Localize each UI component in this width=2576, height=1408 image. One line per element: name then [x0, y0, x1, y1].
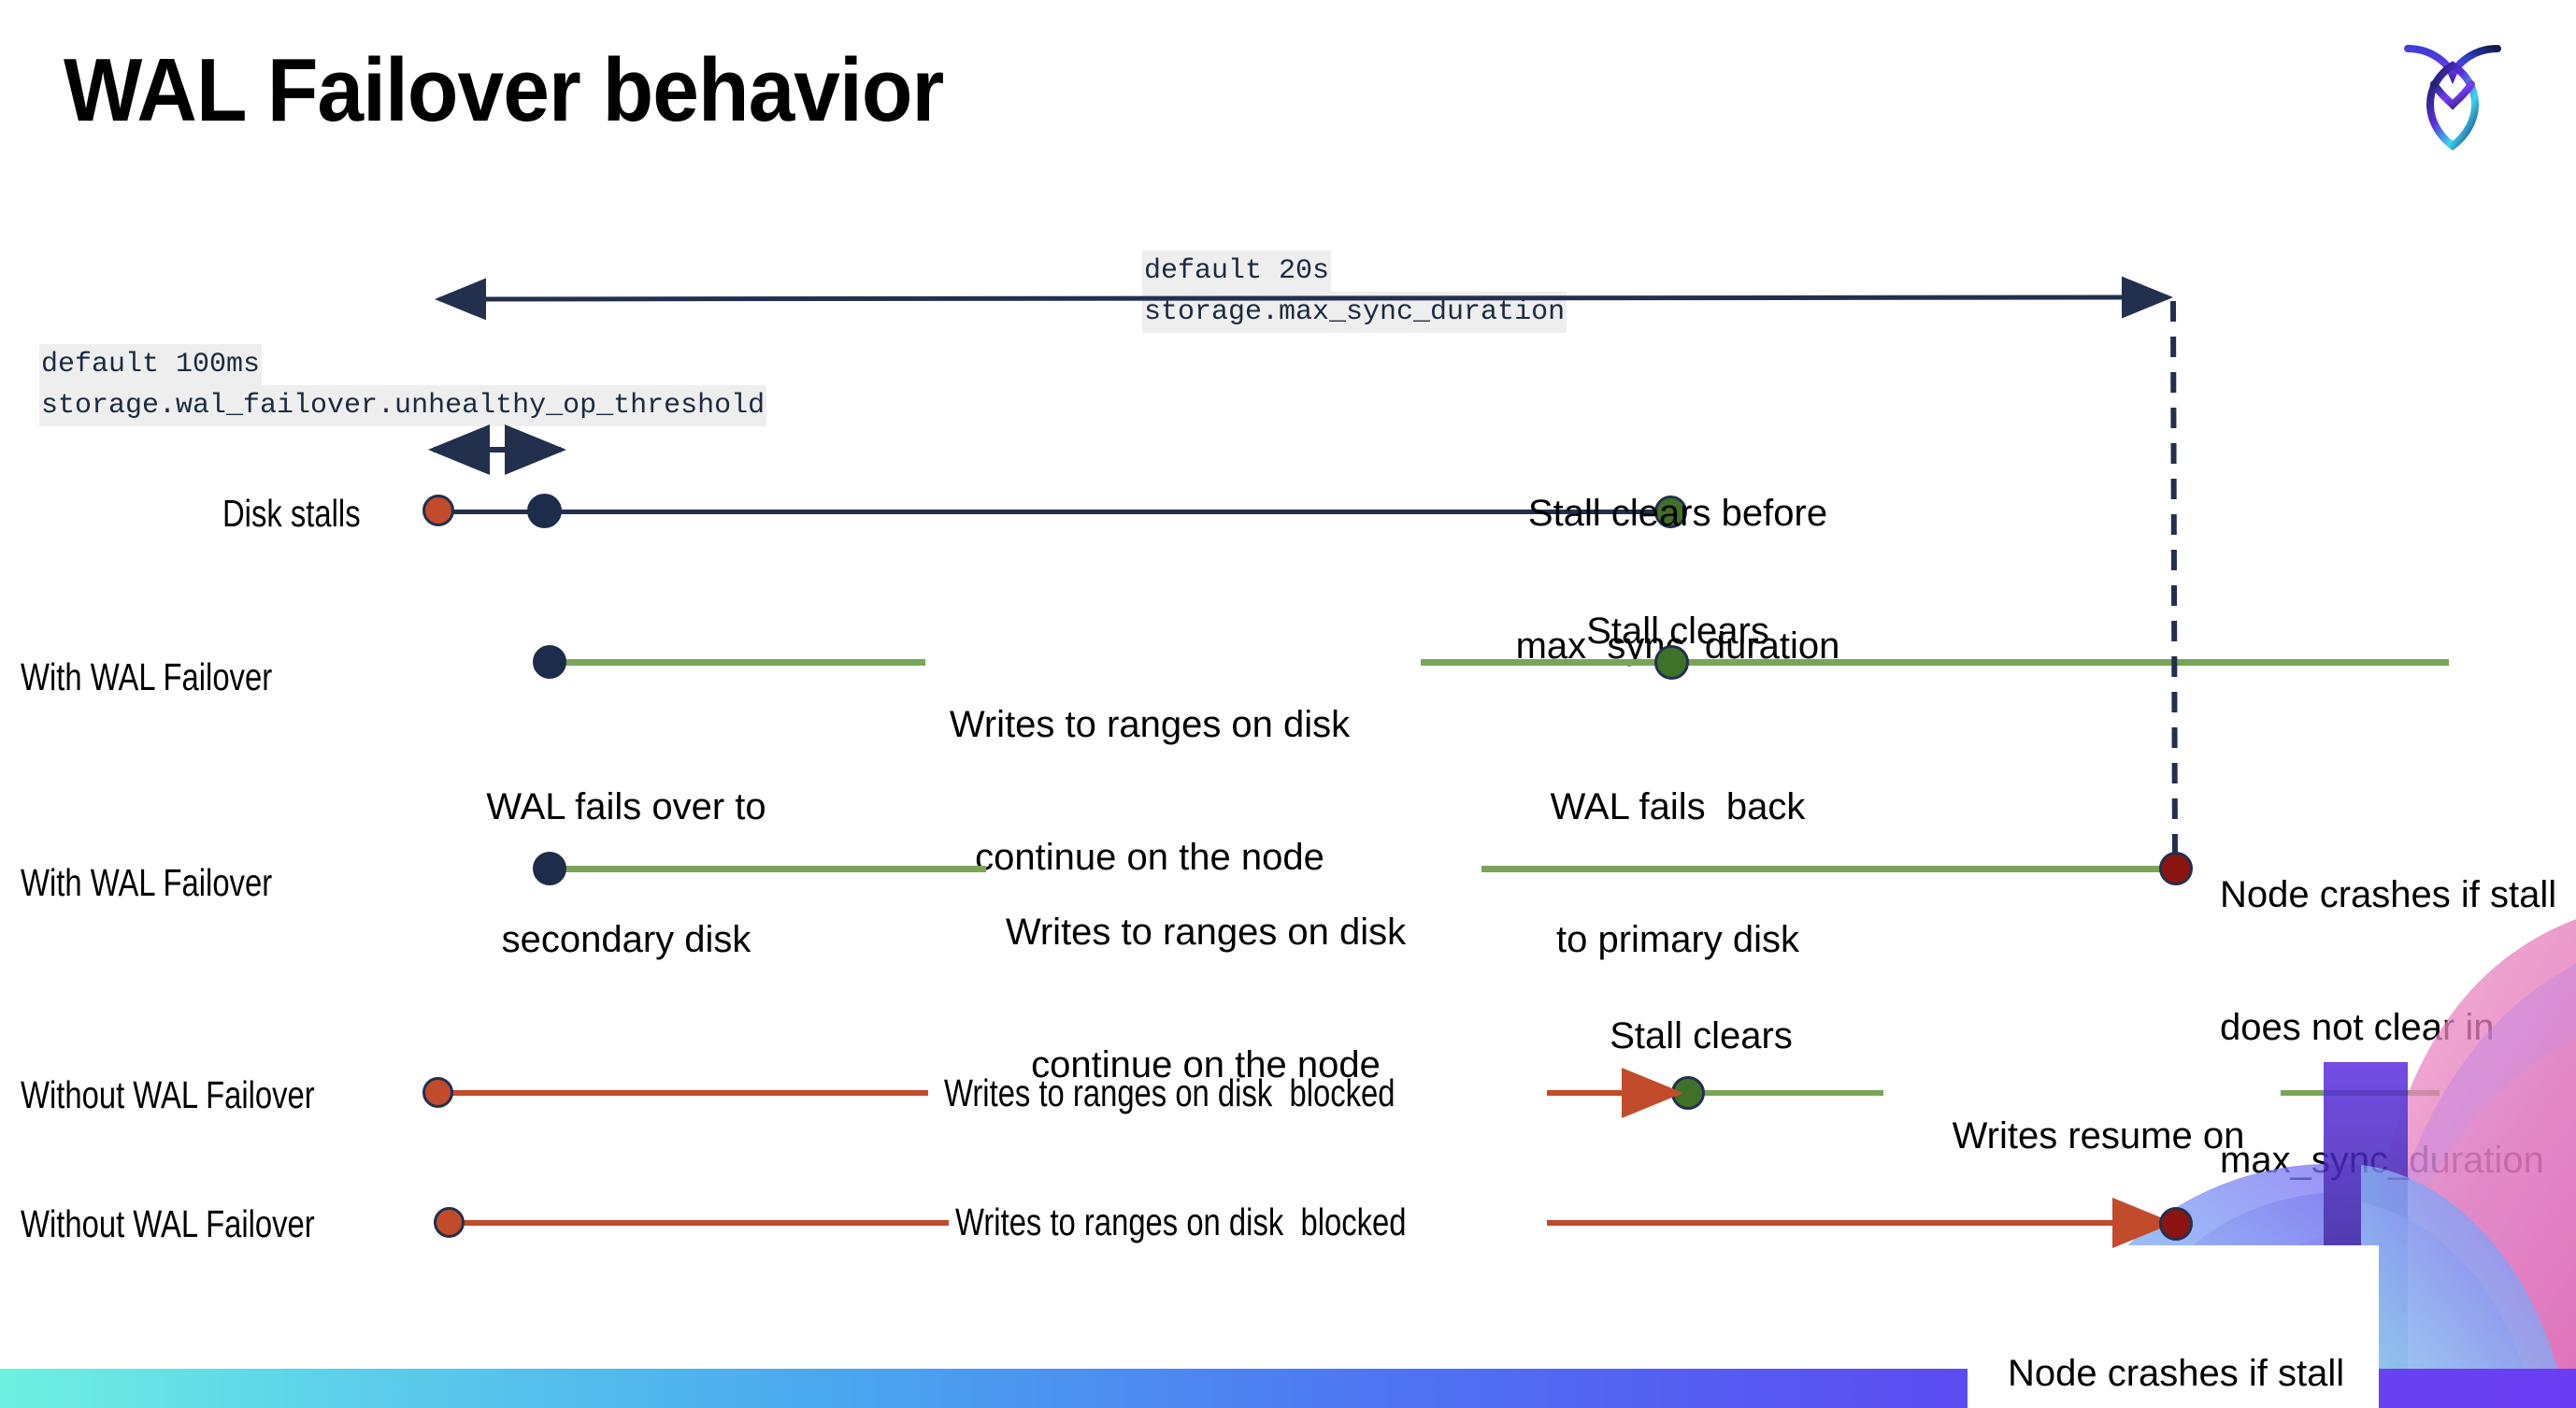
wal-failover-1-line-a — [547, 659, 925, 666]
wal-failover-2-line-b — [1481, 866, 2178, 872]
wal-failover-trigger-dot — [527, 494, 562, 528]
node-crash-callout-box-mask — [1968, 1245, 2379, 1408]
disk-stall-start-dot — [422, 495, 454, 526]
node-crash-dot-1 — [2159, 852, 2193, 885]
row-label-with-wal-failover-2: With WAL Failover — [21, 861, 273, 904]
without-failover-2-line-a — [458, 1220, 949, 1226]
without-failover-1-clear-dot — [1671, 1076, 1705, 1110]
page-title: WAL Failover behavior — [64, 40, 944, 140]
note-wal-fails-back: WAL fails back to primary disk — [1550, 786, 1806, 960]
max-sync-deadline-dashed-line — [2170, 300, 2178, 866]
unhealthy-setting-chip: storage.wal_failover.unhealthy_op_thresh… — [39, 385, 767, 426]
wal-failover-1-clear-dot — [1654, 645, 1689, 680]
without-failover-1-line-a — [447, 1090, 928, 1096]
note-writes-blocked-2: Writes to ranges on disk blocked — [955, 1200, 1407, 1243]
row-label-with-wal-failover-1: With WAL Failover — [21, 655, 273, 698]
disk-stall-clear-dot — [1654, 496, 1687, 528]
wal-failover-1-line-b — [1421, 659, 2449, 666]
wal-failover-1-start-dot — [533, 645, 566, 679]
note-writes-continue-2: Writes to ranges on disk continue on the… — [1005, 912, 1407, 1085]
without-failover-1-start-dot — [422, 1077, 453, 1108]
note-wal-fails-over: WAL fails over to secondary disk — [486, 786, 766, 960]
row-label-without-wal-failover-1: Without WAL Failover — [21, 1073, 315, 1116]
wal-failover-2-start-dot — [533, 852, 566, 885]
without-failover-1-line-b — [1701, 1090, 1883, 1096]
row-label-disk-stalls: Disk stalls — [222, 492, 361, 535]
max-sync-default-chip: default 20s — [1142, 251, 1332, 292]
note-stall-clears-2: Stall clears — [1610, 1015, 1793, 1056]
max-sync-setting-chip: storage.max_sync_duration — [1142, 292, 1567, 333]
node-crash-dot-2 — [2159, 1207, 2193, 1241]
note-writes-continue-1: Writes to ranges on disk continue on the… — [949, 704, 1351, 878]
row-label-without-wal-failover-2: Without WAL Failover — [21, 1202, 315, 1245]
cockroachdb-logo — [2393, 26, 2512, 157]
note-writes-blocked-1: Writes to ranges on disk blocked — [944, 1071, 1395, 1114]
wal-failover-2-line-a — [547, 866, 986, 872]
note-node-crashes-2-top: Node crashes if stall does not clear in … — [2008, 1353, 2345, 1395]
without-failover-2-start-dot — [434, 1207, 465, 1238]
disk-stalls-timeline — [439, 510, 1673, 514]
note-stall-clears-1: Stall clears — [1586, 611, 1769, 652]
unhealthy-default-chip: default 100ms — [39, 344, 263, 385]
